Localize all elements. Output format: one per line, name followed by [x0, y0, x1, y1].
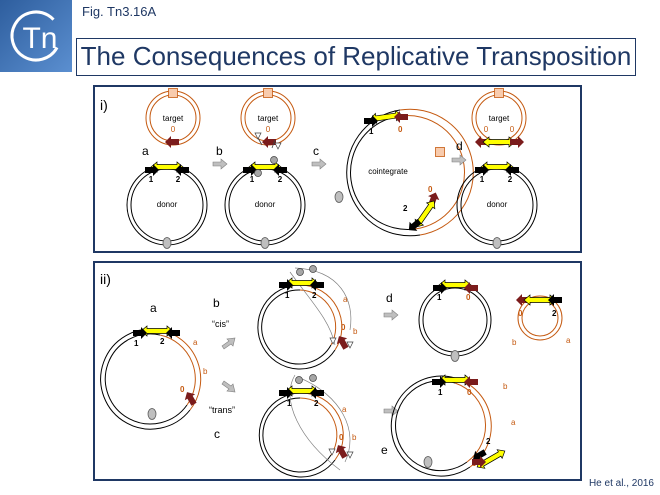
- donor-plasmid-a: 1 2 donor: [126, 161, 208, 249]
- segment-a-label: a: [342, 405, 347, 414]
- cointegrate-label: cointegrate: [368, 167, 408, 176]
- panel-ii-step-d: d: [386, 291, 393, 305]
- end-two-label: 2: [403, 204, 408, 213]
- end-zero-label: 0: [341, 323, 346, 332]
- end-one-label: 1: [437, 293, 442, 302]
- step-arrow-cis: [221, 337, 236, 350]
- step-arrow-trans: [221, 380, 236, 393]
- panel-i-step-c: c: [313, 144, 319, 158]
- step-arrow-c: [311, 158, 327, 170]
- panel-ii-step-b: b: [213, 296, 220, 310]
- end-zero-label: 0: [398, 125, 403, 134]
- end-two-label: 2: [314, 399, 319, 408]
- panel-ii-step-e: e: [381, 443, 388, 457]
- plasmid-ii-cis: 1 2 a b 0: [257, 265, 358, 370]
- panel-i-step-d: d: [456, 139, 463, 153]
- segment-b-label: b: [352, 433, 357, 442]
- end-one-label: 1: [285, 291, 290, 300]
- end-zero-label: 0: [467, 388, 472, 397]
- donor-plasmid-d: 1 2 donor: [456, 161, 538, 249]
- end-two-label: 2: [278, 175, 283, 184]
- panel-i: [93, 85, 582, 253]
- panel-i-step-b: b: [216, 144, 223, 158]
- end-zero-label: 0: [484, 125, 489, 134]
- segment-b-label: b: [353, 327, 358, 336]
- target-plasmid-d: target 0 0: [471, 88, 527, 148]
- end-zero-label: 0: [171, 125, 176, 134]
- trans-label: “trans”: [209, 405, 235, 415]
- plasmid-ii-a: 1 2 a b 0: [100, 325, 208, 430]
- plasmid-ii-e: 1 0 b a 2 0: [390, 374, 516, 477]
- page-title: The Consequences of Replicative Transpos…: [80, 41, 632, 71]
- end-zero-label: 0: [180, 385, 185, 394]
- plasmid-ii-d-large: 1 0: [418, 279, 492, 362]
- cis-label: “cis”: [212, 319, 229, 329]
- segment-a-label: a: [566, 336, 571, 345]
- title-box: The Consequences of Replicative Transpos…: [76, 38, 636, 76]
- target-label: target: [489, 114, 510, 123]
- end-zero-label: 0: [510, 125, 515, 134]
- donor-plasmid-b: 1 2 donor: [224, 156, 306, 249]
- panel-i-step-a: a: [142, 144, 149, 158]
- end-two-label: 2: [486, 437, 491, 446]
- plasmid-ii-d-small: 0 2 b a: [512, 294, 571, 347]
- step-arrow-d: [451, 154, 467, 166]
- end-one-label: 1: [134, 339, 139, 348]
- target-label: target: [258, 114, 279, 123]
- step-arrow-b: [212, 158, 228, 170]
- donor-label: donor: [157, 200, 178, 209]
- end-one-label: 1: [438, 388, 443, 397]
- target-label: target: [163, 114, 184, 123]
- end-zero-label: 0: [466, 293, 471, 302]
- segment-b-label: b: [512, 338, 517, 347]
- logo-text: Tn: [22, 22, 57, 55]
- end-one-label: 1: [369, 127, 374, 136]
- donor-label: donor: [487, 200, 508, 209]
- segment-b-label: b: [203, 367, 208, 376]
- target-plasmid-b: target 0: [240, 88, 296, 150]
- end-one-label: 1: [287, 399, 292, 408]
- end-zero-label: 0: [428, 185, 433, 194]
- citation: He et al., 2016: [588, 478, 654, 489]
- end-two-label: 2: [552, 309, 557, 318]
- plasmid-ii-trans: 1 2 a b 0: [258, 374, 357, 478]
- end-two-label: 2: [176, 175, 181, 184]
- end-one-label: 1: [149, 175, 154, 184]
- end-one-label: 1: [480, 175, 485, 184]
- figure-label: Fig. Tn3.16A: [82, 4, 157, 19]
- panel-ii-label: ii): [100, 271, 111, 287]
- segment-a-label: a: [343, 295, 348, 304]
- target-plasmid-a: target 0: [145, 88, 201, 148]
- end-zero-label: 0: [339, 433, 344, 442]
- end-one-label: 1: [250, 175, 255, 184]
- segment-a-label: a: [193, 338, 198, 347]
- panel-ii: [93, 261, 582, 481]
- end-two-label: 2: [160, 337, 165, 346]
- cointegrate-plasmid: 1 0 cointegrate 0 2: [334, 108, 474, 237]
- panel-ii-step-c: c: [214, 427, 220, 441]
- step-arrow-e: [383, 405, 399, 417]
- tn-logo: Tn: [0, 0, 72, 72]
- panel-i-label: i): [100, 97, 108, 113]
- segment-b-label: b: [503, 382, 508, 391]
- step-arrow-d2: [383, 309, 399, 321]
- end-zero-label: 0: [518, 309, 523, 318]
- end-two-label: 2: [508, 175, 513, 184]
- panel-ii-step-a: a: [150, 301, 157, 315]
- donor-label: donor: [255, 200, 276, 209]
- segment-a-label: a: [511, 418, 516, 427]
- end-two-label: 2: [312, 291, 317, 300]
- end-zero-label: 0: [266, 125, 271, 134]
